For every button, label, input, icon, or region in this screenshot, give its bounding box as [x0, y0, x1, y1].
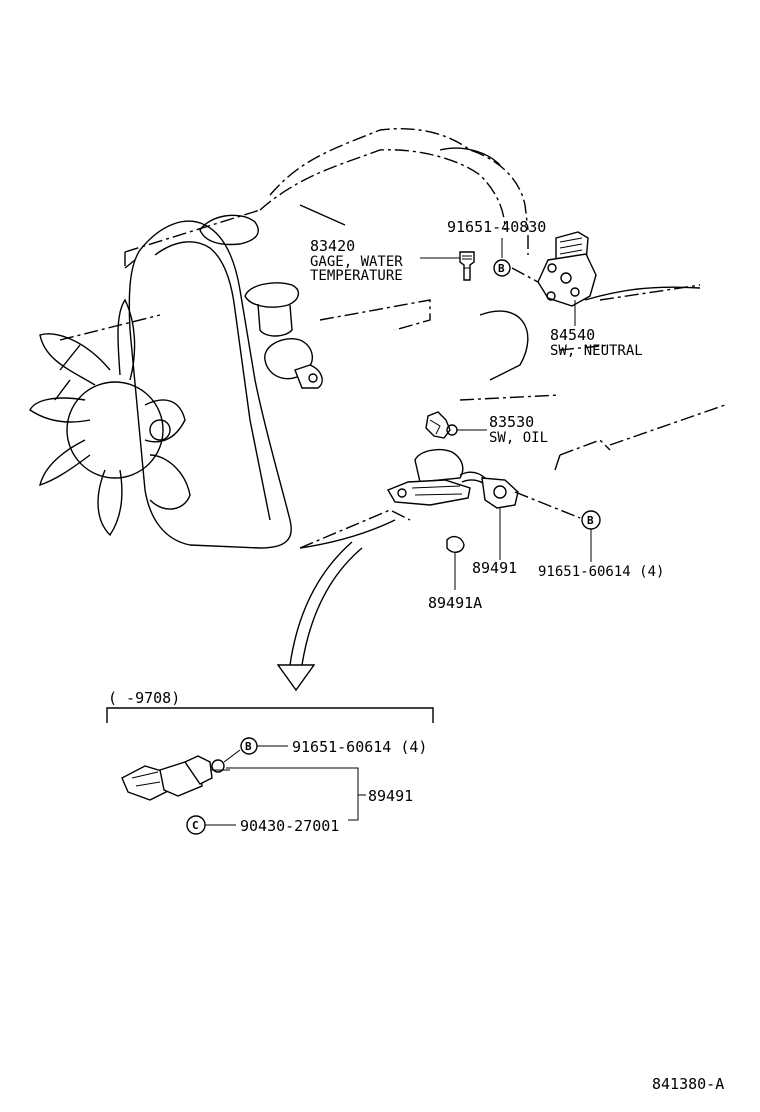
engine-block	[59, 128, 726, 549]
inset-bracket	[106, 707, 434, 723]
circle-b-marker-mid: B	[581, 510, 601, 530]
svg-text:B: B	[498, 262, 505, 275]
detail-arrow	[276, 541, 363, 692]
inset-washer-part-number: 90430-27001	[240, 817, 339, 835]
circle-b-marker-top: B	[493, 259, 511, 277]
drawing-number: 841380-A	[652, 1075, 724, 1093]
inset-range-label: ( -9708)	[108, 689, 180, 707]
oil-pressure-switch	[425, 411, 487, 439]
sensor-clip	[446, 535, 465, 590]
water-temperature-gage	[420, 251, 475, 281]
neutral-switch-part-number: 84540	[550, 326, 595, 344]
bolt-top-part-number: 91651-40830	[447, 218, 546, 236]
svg-text:C: C	[192, 819, 199, 832]
speed-sensor-assembly	[386, 448, 581, 560]
inset-speed-sensor	[121, 749, 359, 821]
bolt-mid-part-number: 91651-60614 (4)	[538, 564, 664, 580]
inset-circle-c: C	[186, 815, 206, 835]
svg-text:B: B	[245, 740, 252, 753]
gage-water-part-number: 83420	[310, 237, 355, 255]
oil-switch-part-number: 83530	[489, 413, 534, 431]
inset-sensor-part-number: 89491	[368, 787, 413, 805]
neutral-switch-name: SW, NEUTRAL	[550, 343, 643, 359]
clip-part-number: 89491A	[428, 594, 482, 612]
inset-circle-b: B	[240, 737, 258, 755]
gage-water-name-line2: TEMPERATURE	[310, 268, 403, 284]
sensor-part-number: 89491	[472, 559, 517, 577]
svg-text:B: B	[587, 514, 594, 527]
inset-bolt-part-number: 91651-60614 (4)	[292, 738, 427, 756]
cooling-fan	[29, 298, 191, 537]
gage-water-name-line1: GAGE, WATER	[310, 254, 403, 270]
neutral-switch	[511, 231, 597, 326]
oil-switch-name: SW, OIL	[489, 430, 548, 446]
